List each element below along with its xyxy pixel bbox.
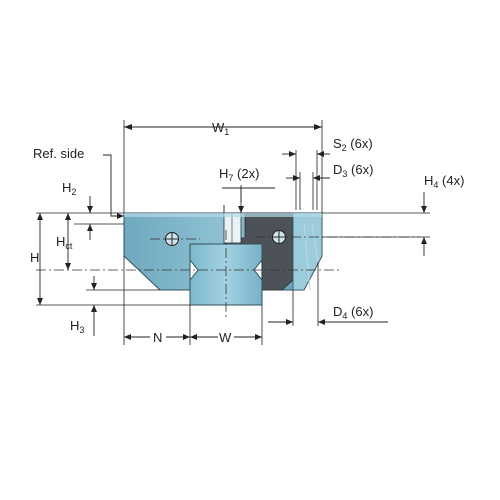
dimension-h3: H3 [70,276,160,336]
w1-subscript: 1 [224,127,229,137]
dimension-h4: H4 (4x) [322,173,464,256]
h3-subscript: 3 [79,325,84,335]
s2-count: (6x) [347,136,373,151]
h7-subscript: 7 [228,173,233,183]
svg-text:D4 (6x): D4 (6x) [333,304,373,321]
s2-label: S [333,136,342,151]
dimension-n-w: N W [123,256,263,345]
svg-text:H4 (4x): H4 (4x) [424,173,464,190]
svg-text:H3: H3 [70,318,84,335]
d4-count: (6x) [347,304,373,319]
dimension-h7: H7 (2x) [219,166,275,213]
h7-label: H [219,166,228,181]
d4-subscript: 4 [342,311,347,321]
svg-text:S2 (6x): S2 (6x) [333,136,373,153]
hct-subscript: ct [65,241,73,251]
h7-count: (2x) [233,166,259,181]
d3-count: (6x) [347,162,373,177]
svg-text:H7 (2x): H7 (2x) [219,166,259,183]
s2-subscript: 2 [342,143,347,153]
svg-text:Hct: Hct [56,234,73,251]
h4-count: (4x) [438,173,464,188]
d3-label: D [333,162,342,177]
dimension-w1: W1 [123,120,323,213]
reference-side-callout: Ref. side [33,146,124,219]
h4-subscript: 4 [433,180,438,190]
hct-label: H [56,234,65,249]
h-label: H [30,250,39,265]
d4-label: D [333,304,342,319]
w-label: W [219,330,232,345]
d3-subscript: 3 [342,169,347,179]
svg-text:D3 (6x): D3 (6x) [333,162,373,179]
center-lines [36,230,420,320]
h4-label: H [424,173,433,188]
svg-text:W1: W1 [212,120,229,137]
dimension-hct: Hct [56,213,73,270]
n-label: N [153,330,162,345]
dimension-d3: D3 (6x) [286,162,373,210]
dimension-d4: D4 (6x) [268,262,388,326]
h2-label: H [62,180,71,195]
svg-text:H2: H2 [62,180,76,197]
dimension-h2: H2 [36,180,124,240]
h2-subscript: 2 [71,187,76,197]
dimension-h: H [30,213,190,306]
ref-side-label: Ref. side [33,146,84,161]
h3-label: H [70,318,79,333]
dimension-s2: S2 (6x) [282,136,373,210]
lube-port [223,212,242,244]
w1-label: W [212,120,225,135]
